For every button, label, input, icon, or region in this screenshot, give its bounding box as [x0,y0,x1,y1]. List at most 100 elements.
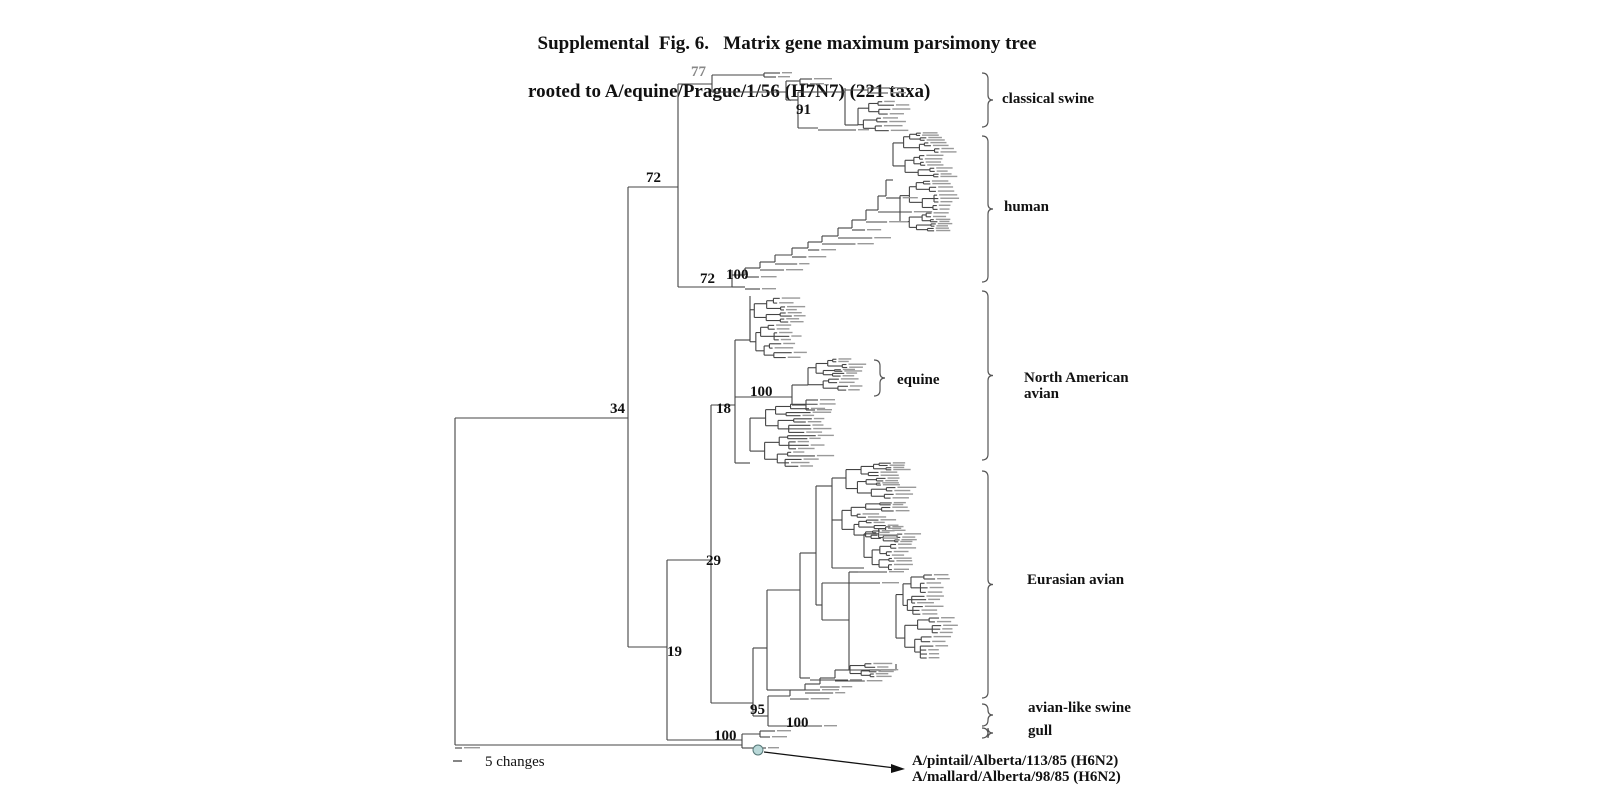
tip-label [898,543,912,545]
tip-label [896,560,913,562]
tip-label [810,83,824,85]
tip-label [797,440,809,443]
tip-label [926,582,942,584]
tip-label [932,215,947,218]
tip-label [787,305,806,308]
highlighted-taxa-marker [752,744,764,756]
tip-label [922,132,938,134]
tip-label [849,366,863,368]
tip-label [933,573,949,576]
tip-label [862,513,880,515]
bracket-eurasian-avian [981,470,994,699]
tip-label [802,414,815,417]
tip-label [890,129,909,132]
tip-label [812,411,832,413]
tip-label [921,609,938,611]
tip-label [810,407,826,410]
tip-label [917,602,934,604]
tip-label [817,434,834,437]
tip-label [881,529,895,532]
tip-label [790,321,804,323]
callout-arrow-head [891,764,905,773]
tip-label [850,679,862,681]
clade-brackets [873,72,994,739]
tip-label [892,87,907,89]
tip-label [938,204,951,206]
tip-label [882,482,899,484]
bootstrap-19: 19 [667,644,682,660]
tip-label [877,666,889,668]
tip-label [778,76,790,78]
clade-label-human: human [1004,199,1050,215]
tip-label [902,197,918,199]
bracket-human [981,135,994,283]
tip-label [935,227,949,229]
tip-label [935,645,949,647]
tree-tip-labels [464,72,960,749]
tip-label [901,538,917,541]
tip-label [880,471,898,473]
tip-label [900,540,913,543]
tip-label [841,686,853,688]
clade-label-north-american-avian-1: North American [1024,370,1129,386]
tip-label [885,479,899,482]
bootstrap-34: 34 [610,401,626,417]
tip-label [835,692,846,694]
clade-label-gull: gull [1028,723,1052,739]
tip-label [922,134,939,136]
tip-label [898,547,917,549]
tip-label [838,358,852,360]
tip-label [940,151,957,153]
tip-label [782,72,792,74]
tip-label [803,458,819,460]
tip-label [936,620,952,623]
tip-label [793,451,805,453]
tip-label [866,680,883,682]
tip-label [913,211,933,213]
clade-label-equine: equine [897,372,940,388]
tip-label [838,360,849,363]
tip-label [879,534,899,536]
tip-label [892,506,908,508]
tip-label [941,147,954,150]
tip-label [787,356,801,358]
tip-label [840,378,859,380]
tip-label [926,595,944,597]
tip-label [779,331,793,334]
tip-label [882,117,898,119]
tip-label [867,229,882,231]
tip-label [813,427,832,430]
clade-label-eurasian-avian: Eurasian avian [1027,572,1125,588]
tip-label [902,536,916,538]
clade-label-classical-swine: classical swine [1002,91,1094,107]
tip-label [928,598,941,601]
title-line-2: rooted to A/equine/Prague/1/56 (H7N7) (2… [528,81,931,102]
tip-label [888,527,902,529]
tip-label [927,164,944,166]
tip-label [842,368,855,371]
tip-label [942,628,953,630]
bootstrap-100-human: 100 [726,267,749,283]
tip-label [892,503,904,506]
tip-label [936,229,951,232]
bracket-gull [981,727,994,739]
tip-label [780,338,791,341]
tip-label [783,342,796,345]
tip-label [772,736,787,738]
figure-title: Supplemental Fig. 6. Matrix gene maximum… [528,8,1036,128]
bootstrap-100-equine: 100 [750,384,773,400]
tip-label [790,461,810,464]
tip-label [937,190,955,192]
tip-label [848,363,867,365]
tip-label [895,509,910,512]
tip-label [904,533,922,535]
tip-label [939,220,950,223]
tip-label [922,613,938,615]
tip-label [844,370,863,372]
bootstrap-77: 77 [691,64,707,80]
tip-label [893,550,909,553]
tip-label [935,218,951,221]
bootstrap-72-upper: 72 [646,170,661,186]
tip-label [937,222,953,225]
bootstrap-100-avian-like-swine: 100 [786,715,809,731]
